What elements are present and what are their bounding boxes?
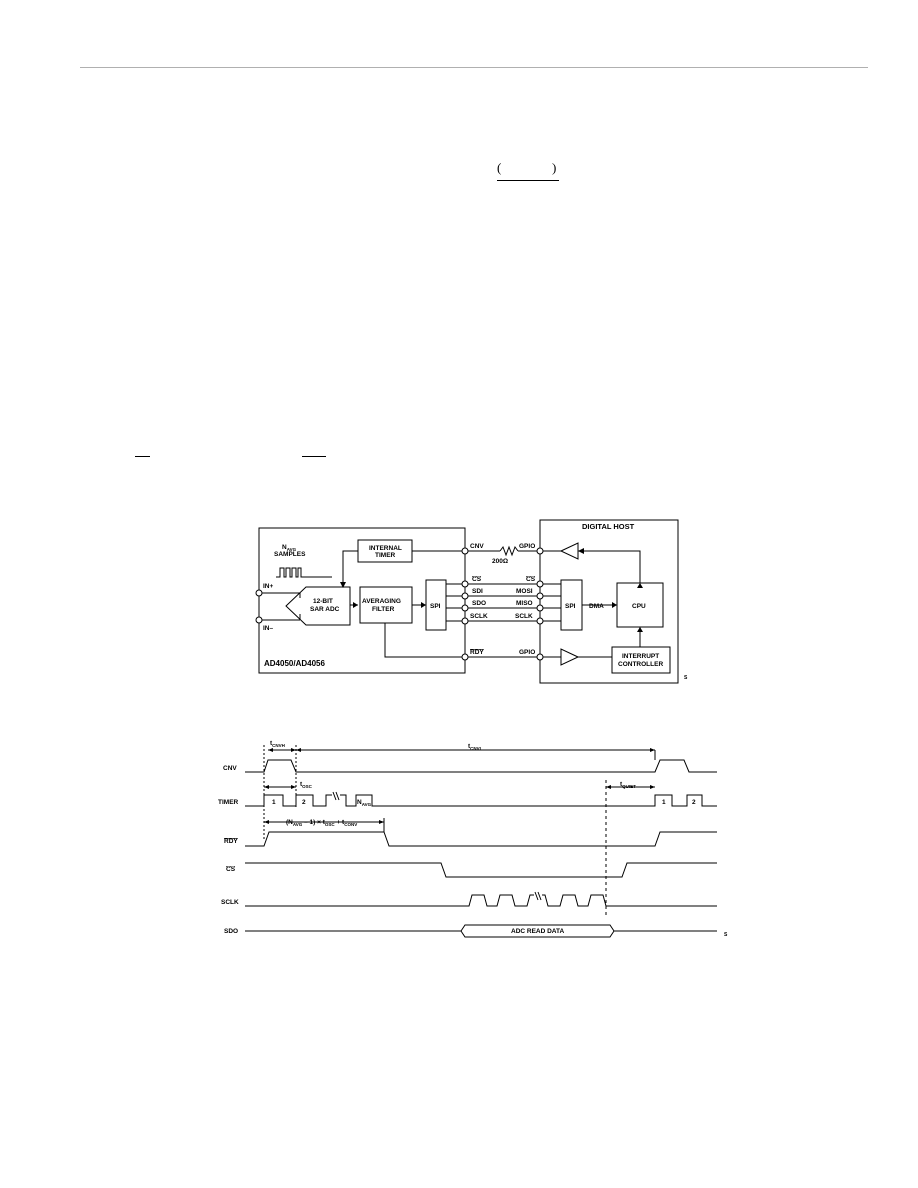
- in-plus-label: IN+: [263, 583, 274, 590]
- signal-sdo-label: SDO: [224, 928, 238, 935]
- timing-fig-code: S: [724, 932, 728, 938]
- host-gpio-top-label: GPIO: [519, 543, 535, 550]
- timer-waveform: [245, 794, 332, 807]
- timer-waveform-2: [340, 794, 717, 807]
- pin-rdy-label: RDY: [470, 649, 484, 656]
- overline-rdy: [302, 456, 326, 457]
- rdy-waveform: [245, 831, 717, 847]
- timing-equation: (NAVG – 1) × tOSC + tCONV: [286, 819, 357, 827]
- sdo-data-label: ADC READ DATA: [511, 928, 565, 935]
- sclk-waveform: [245, 894, 534, 907]
- filter-label-2: FILTER: [372, 606, 395, 613]
- averaging-filter-block: [359, 586, 413, 624]
- equation-fraction-bar: [497, 180, 559, 181]
- dma-label: DMA: [589, 603, 604, 610]
- signal-timer-label: TIMER: [218, 799, 239, 806]
- block-diagram: NAVG SAMPLES INTERNAL TIMER 12-BIT SAR A…: [255, 519, 688, 684]
- filter-label-1: AVERAGING: [362, 598, 401, 605]
- adc-label-2: SAR ADC: [310, 606, 340, 613]
- n-avg-label: NAVG: [357, 799, 372, 807]
- equation-close-paren: ): [552, 160, 557, 175]
- signal-cnv-label: CNV: [223, 765, 237, 772]
- resistor-label: 200Ω: [492, 558, 508, 565]
- overline-cs: [135, 456, 150, 457]
- navg-pulse-wave: [276, 567, 332, 578]
- signal-rdy-label: RDY: [224, 838, 238, 845]
- host-gpio-bottom-label: GPIO: [519, 649, 535, 656]
- pin-sdi-label: SDI: [472, 588, 483, 595]
- resistor-symbol: [499, 545, 519, 557]
- host-sclk-label: SCLK: [515, 613, 533, 620]
- in-minus-label: IN–: [263, 625, 274, 632]
- host-miso-label: MISO: [516, 600, 533, 607]
- timer-pulse-1: 1: [272, 799, 276, 806]
- cnv-waveform: [245, 759, 717, 773]
- navg-label: NAVG: [282, 544, 297, 552]
- pin-sdo-label: SDO: [472, 600, 486, 607]
- t-quiet-label: tQUIET: [620, 781, 636, 789]
- sclk-waveform-2: [542, 894, 717, 907]
- chip-spi-label: SPI: [430, 603, 441, 610]
- host-buffer-bottom: [560, 648, 580, 666]
- pin-cnv-label: CNV: [470, 543, 484, 550]
- signal-cs-label: CS: [226, 866, 236, 873]
- part-name-label: AD4050/AD4056: [264, 659, 325, 668]
- host-spi-label: SPI: [565, 603, 576, 610]
- digital-host-box: [539, 519, 679, 684]
- pin-cs-label: CS: [472, 576, 482, 583]
- header-rule: [80, 67, 868, 68]
- t-cnvl-label: tCNVL: [468, 743, 483, 751]
- host-buffer-top: [559, 542, 579, 560]
- irq-label-1: INTERRUPT: [622, 653, 659, 660]
- pin-sclk-label: SCLK: [470, 613, 488, 620]
- samples-label: SAMPLES: [274, 551, 306, 558]
- t-osc-label: tOSC: [300, 781, 313, 789]
- t-cnvh-label: tCNVH: [270, 740, 285, 748]
- timer-pulse-2: 2: [302, 799, 306, 806]
- interrupt-controller-block: [611, 646, 671, 674]
- timer-pulse-after-1: 1: [662, 799, 666, 806]
- equation-open-paren: (: [497, 160, 502, 175]
- adc-chip-box: [258, 527, 466, 674]
- host-title: DIGITAL HOST: [582, 522, 635, 531]
- internal-timer-label-2: TIMER: [375, 552, 396, 559]
- signal-sclk-label: SCLK: [221, 899, 239, 906]
- timing-diagram: CNV TIMER RDY CS SCLK SDO tCNVH tCNVL tO…: [218, 740, 728, 938]
- irq-label-2: CONTROLLER: [618, 661, 663, 668]
- cs-waveform: [245, 862, 717, 878]
- block-fig-code: S: [684, 675, 688, 681]
- host-mosi-label: MOSI: [516, 588, 533, 595]
- cpu-label: CPU: [632, 603, 646, 610]
- timer-pulse-after-2: 2: [692, 799, 696, 806]
- host-cs-label: CS: [526, 576, 536, 583]
- internal-timer-label-1: INTERNAL: [369, 545, 402, 552]
- adc-label-1: 12-BIT: [313, 598, 333, 605]
- sar-adc-block: [285, 586, 351, 626]
